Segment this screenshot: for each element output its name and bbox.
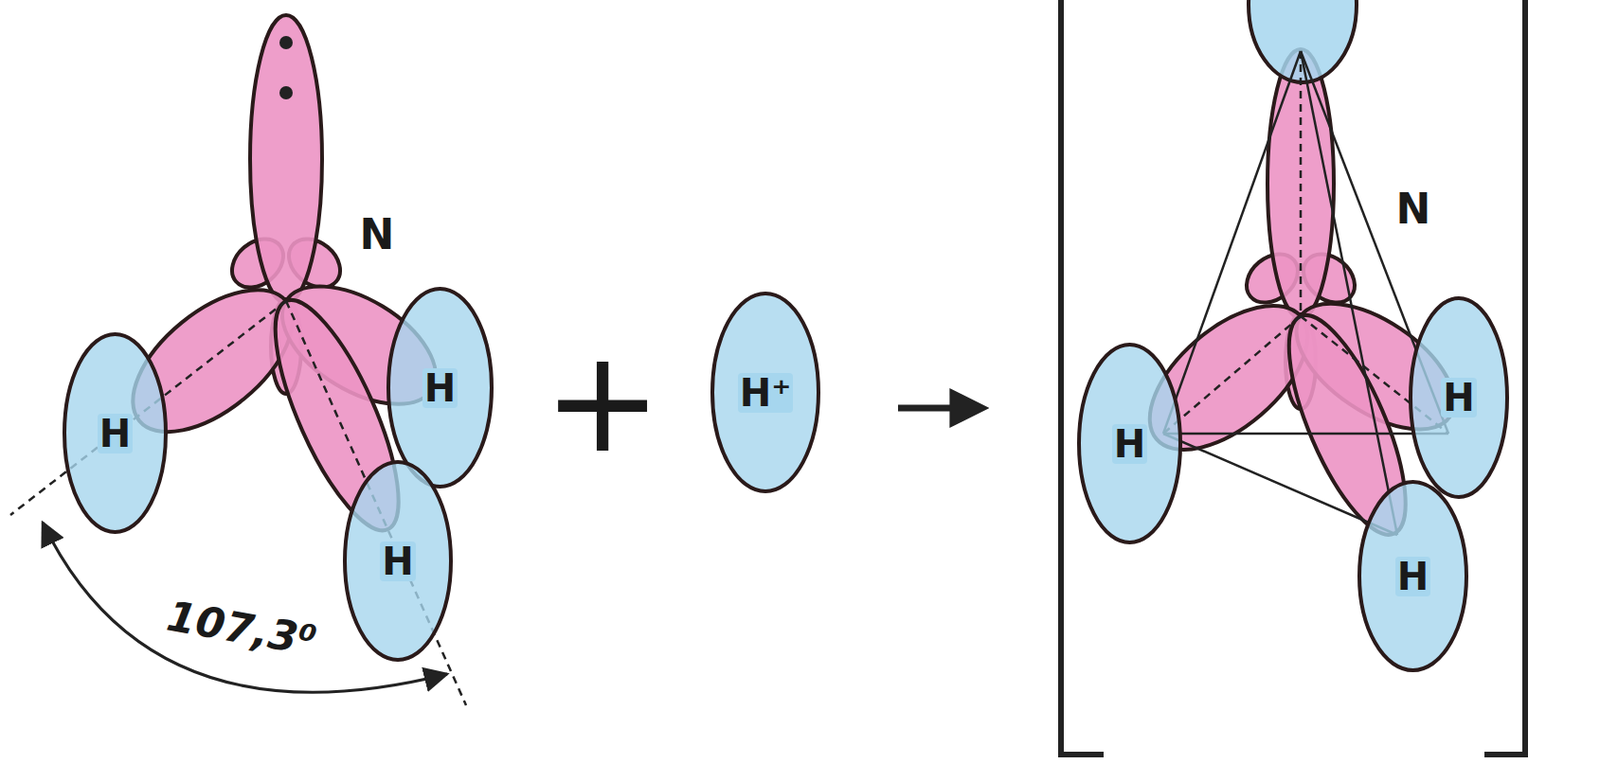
atom-symbol: H (379, 541, 415, 582)
atom-symbol: H (1440, 377, 1476, 418)
atom-label: N (359, 214, 396, 256)
atom-symbol: H (1395, 557, 1431, 597)
atom-symbol: H (97, 413, 133, 454)
hydrogen-orbital: H (1407, 295, 1511, 501)
atom-symbol: H (1112, 424, 1148, 465)
hydrogen-orbital: H (385, 286, 495, 490)
plus-sign: + (542, 330, 663, 473)
atom-symbol: H⁺ (737, 373, 794, 414)
atom-label: N (1396, 188, 1432, 231)
hydrogen-orbital: H (61, 331, 169, 536)
atom-symbol: H (422, 368, 458, 409)
hydrogen-orbital: H (341, 459, 454, 664)
angle-value: 107,3⁰ (163, 595, 320, 664)
hydrogen-orbital: H⁺ (709, 290, 822, 495)
hydrogen-orbital: H (1076, 341, 1184, 546)
hydrogen-orbital: H (1356, 479, 1470, 674)
